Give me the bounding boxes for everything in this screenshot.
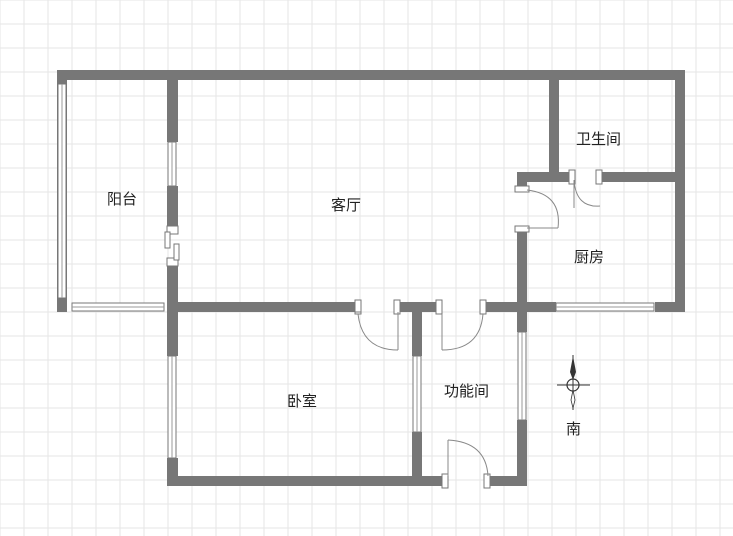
wall-bedroom-bottom	[167, 476, 442, 486]
wall-bathroom-bottom-right	[600, 172, 675, 182]
room-label-balcony: 阳台	[107, 190, 137, 208]
wall-top	[57, 70, 685, 80]
compass-direction-label: 南	[566, 420, 581, 438]
room-label-bedroom: 卧室	[287, 392, 317, 410]
wall-bathroom-left	[549, 80, 559, 172]
door-kitchen	[514, 185, 559, 233]
room-label-bathroom: 卫生间	[576, 130, 621, 148]
room-label-utility: 功能间	[444, 382, 489, 400]
wall-bedroom-left-lower	[167, 458, 178, 486]
room-label-kitchen: 厨房	[574, 248, 604, 266]
wall-balcony-divider-lower	[167, 266, 178, 310]
door-bathroom	[568, 169, 603, 208]
compass-icon	[557, 355, 590, 410]
wall-bathroom-bottom-left	[517, 172, 569, 182]
wall-utility-bottom-right	[490, 476, 527, 486]
door-balcony	[164, 225, 180, 267]
wall-balcony-divider-mid	[167, 186, 178, 226]
wall-kitchen-left-upper	[517, 172, 527, 190]
wall-balcony-divider-upper	[167, 80, 178, 142]
wall-kitchen-left-lower	[517, 230, 527, 312]
wall-bedroom-left-upper	[167, 302, 178, 356]
wall-bedroom-utility-divider-lower	[412, 432, 422, 486]
room-label-living-room: 客厅	[331, 196, 361, 214]
door-bedroom	[354, 299, 401, 351]
wall-utility-right-upper	[517, 302, 527, 332]
wall-bedroom-utility-divider-upper	[412, 302, 422, 356]
door-utility-bottom	[441, 439, 491, 489]
wall-utility-right-lower	[517, 420, 527, 486]
wall-middle-left	[167, 302, 355, 312]
windows	[57, 83, 655, 459]
doors	[164, 169, 603, 489]
door-utility-top	[435, 299, 487, 351]
wall-kitchen-bottom-end	[655, 302, 685, 312]
wall-right	[675, 70, 685, 312]
